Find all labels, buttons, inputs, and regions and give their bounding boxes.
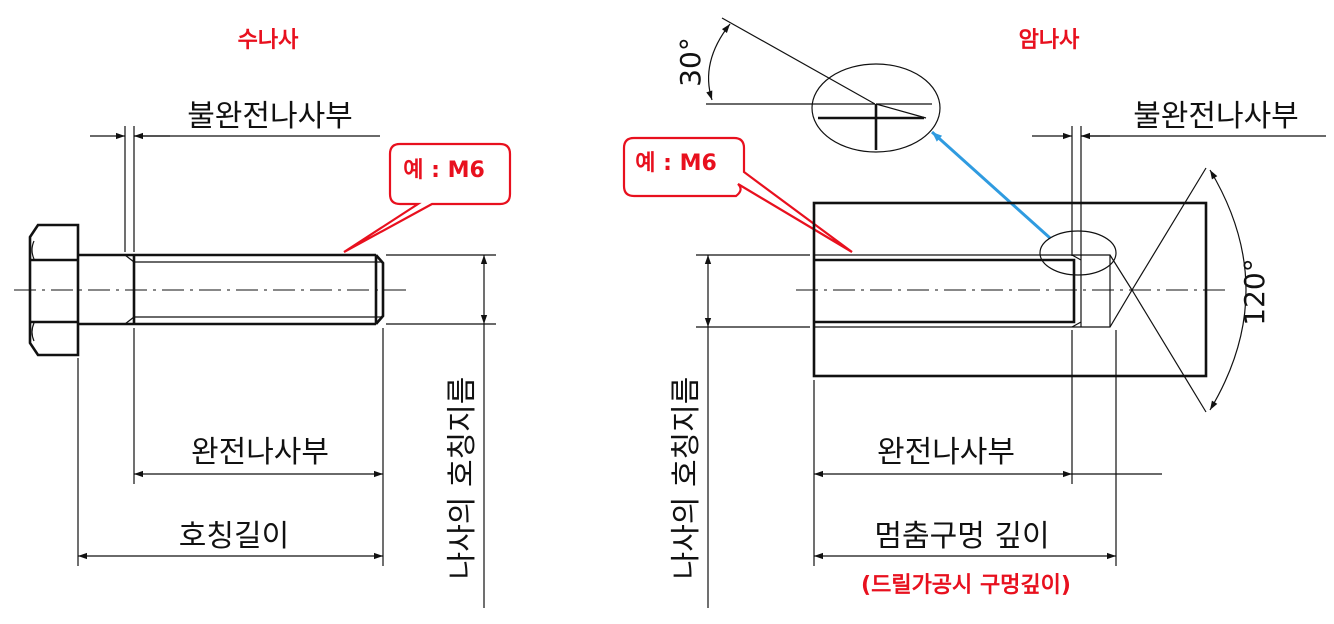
male-incomplete-dim xyxy=(90,126,380,252)
angle-30-detail xyxy=(706,17,941,153)
hole-depth-label: 멈춤구멍 깊이 xyxy=(874,519,1049,554)
male-nominal-diameter-label: 나사의 호칭지름 xyxy=(445,377,480,580)
female-nominal-diameter-label: 나사의 호칭지름 xyxy=(669,377,704,580)
drill-depth-note: (드릴가공시 구멍깊이) xyxy=(861,573,1071,598)
detail-ellipse xyxy=(811,63,941,153)
female-complete-dim xyxy=(813,330,1162,566)
female-diameter-dim xyxy=(696,254,810,608)
male-example-callout: 예 : M6 xyxy=(343,142,512,253)
angle-120-label: 120° xyxy=(1238,258,1271,325)
male-complete-thread-label: 완전나사부 xyxy=(191,435,329,470)
male-nominal-length-label: 호칭길이 xyxy=(179,519,289,554)
angle-120-detail xyxy=(1131,167,1247,413)
female-incomplete-thread-label: 불완전나사부 xyxy=(1133,99,1299,134)
female-thread-view: 암나사 30° 불완전나사부 예 : M6 xyxy=(622,17,1326,608)
female-complete-thread-label: 완전나사부 xyxy=(877,435,1015,470)
female-incomplete-dim xyxy=(1032,126,1326,256)
male-example-text: 예 : M6 xyxy=(403,158,485,183)
male-thread-title: 수나사 xyxy=(238,28,299,53)
bolt-head xyxy=(28,223,80,357)
male-length-dim xyxy=(77,358,383,566)
female-example-text: 예 : M6 xyxy=(635,151,717,176)
small-detail-ellipse xyxy=(1039,230,1117,276)
female-example-callout: 예 : M6 xyxy=(622,136,853,253)
bolt-shank xyxy=(78,253,385,326)
male-thread-view: 수나사 불완전나사 xyxy=(14,28,512,608)
angle-30-label: 30° xyxy=(674,37,707,87)
detail-pointer-arrow xyxy=(930,130,1052,240)
male-complete-dim xyxy=(133,328,384,566)
male-diameter-dim xyxy=(386,254,496,608)
hole-depth-dim xyxy=(814,330,1117,566)
male-incomplete-thread-label: 불완전나사부 xyxy=(187,99,353,134)
female-thread-title: 암나사 xyxy=(1019,28,1080,53)
